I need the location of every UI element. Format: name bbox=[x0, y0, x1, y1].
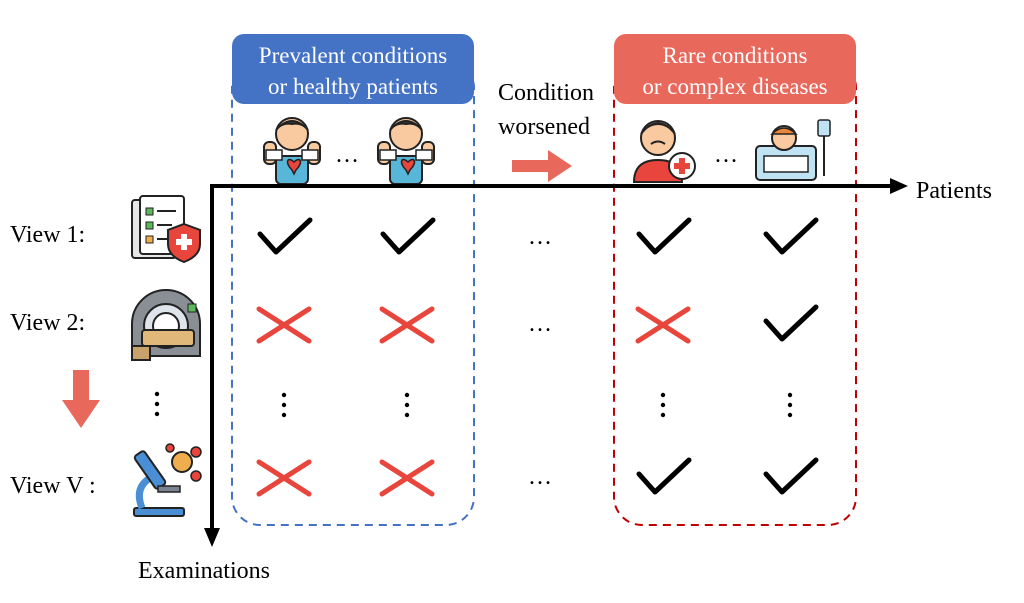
check-mark-icon bbox=[763, 304, 819, 342]
patient-ellipsis-right: … bbox=[714, 142, 738, 168]
cross-mark-icon bbox=[256, 306, 312, 344]
y-axis-label: Examinations bbox=[138, 558, 270, 584]
medical-report-shield-icon bbox=[131, 195, 201, 264]
ellipsis-mark: … bbox=[528, 464, 552, 490]
microscope-icon bbox=[133, 443, 202, 517]
vertical-ellipsis-icon bbox=[660, 392, 666, 418]
cross-mark-icon bbox=[379, 459, 435, 497]
bedridden-patient-icon bbox=[755, 119, 831, 181]
ellipsis-mark: … bbox=[528, 311, 552, 337]
sick-patient-icon bbox=[632, 120, 696, 183]
transition-line2: worsened bbox=[498, 114, 590, 140]
check-mark-icon bbox=[636, 217, 692, 255]
cross-mark-icon bbox=[256, 459, 312, 497]
cross-mark-icon bbox=[379, 306, 435, 344]
check-mark-icon bbox=[763, 217, 819, 255]
prevalent-group-box bbox=[231, 59, 475, 526]
vertical-ellipsis-icon bbox=[787, 392, 793, 418]
x-axis-label: Patients bbox=[916, 178, 992, 204]
check-mark-icon bbox=[257, 217, 313, 255]
healthy-patient-icon bbox=[263, 117, 321, 185]
rare-group-header bbox=[614, 34, 856, 104]
view-1-label: View 1: bbox=[10, 222, 85, 248]
condition-worsened-arrow-icon bbox=[512, 150, 572, 182]
view-column-vdots-icon bbox=[154, 391, 160, 417]
check-mark-icon bbox=[380, 217, 436, 255]
rare-header-line1: Rare conditions bbox=[663, 43, 808, 68]
transition-line1: Condition bbox=[498, 80, 594, 106]
ellipsis-mark: … bbox=[528, 224, 552, 250]
view-down-arrow-icon bbox=[62, 370, 100, 428]
prevalent-header-line1: Prevalent conditions bbox=[259, 43, 447, 68]
view-2-label: View 2: bbox=[10, 310, 85, 336]
check-mark-icon bbox=[636, 457, 692, 495]
vertical-ellipsis-icon bbox=[404, 392, 410, 418]
view-v-label: View V : bbox=[10, 473, 96, 499]
patient-ellipsis-left: … bbox=[335, 142, 359, 168]
prevalent-header-line2: or healthy patients bbox=[268, 74, 438, 99]
healthy-patient-icon bbox=[377, 117, 435, 185]
examinations-axis-arrowhead-icon bbox=[204, 528, 220, 547]
mri-scanner-icon bbox=[131, 289, 201, 361]
check-mark-icon bbox=[763, 457, 819, 495]
patients-axis-arrowhead-icon bbox=[890, 178, 908, 194]
prevalent-group-header bbox=[232, 34, 474, 104]
marks-grid: … … … bbox=[256, 217, 819, 497]
vertical-ellipsis-icon bbox=[281, 392, 287, 418]
rare-group-box bbox=[613, 59, 857, 526]
rare-header-line2: or complex diseases bbox=[642, 74, 827, 99]
cross-mark-icon bbox=[635, 306, 691, 344]
